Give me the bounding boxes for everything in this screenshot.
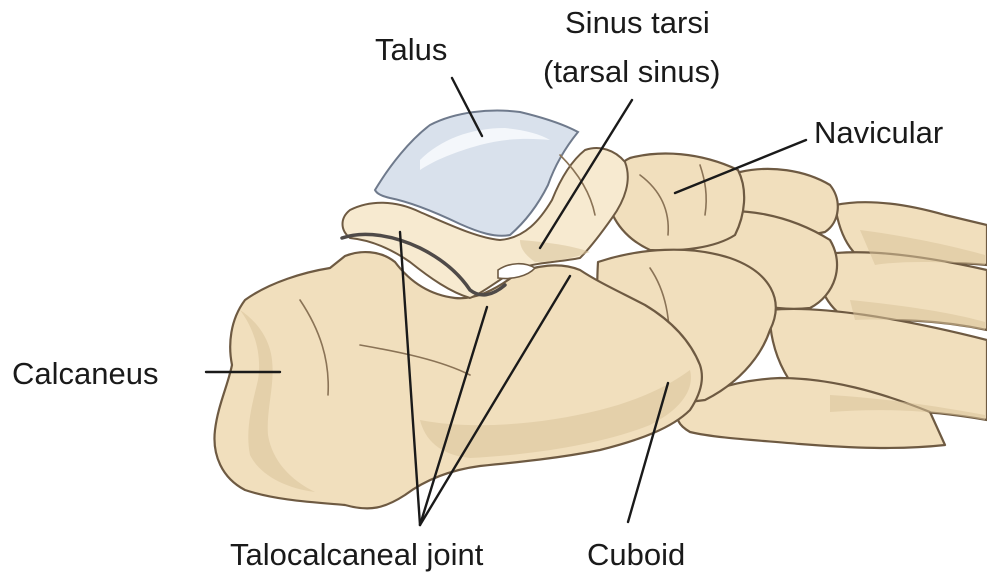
label-calcaneus: Calcaneus [12, 356, 158, 391]
navicular-bone [608, 154, 744, 251]
label-navicular: Navicular [814, 115, 943, 150]
label-sinus-tarsi-line1: Sinus tarsi [565, 5, 710, 40]
label-cuboid: Cuboid [587, 537, 685, 572]
label-sinus-tarsi-line2: (tarsal sinus) [543, 54, 720, 89]
label-talus: Talus [375, 32, 447, 67]
label-talocalcaneal-joint: Talocalcaneal joint [230, 537, 484, 572]
navicular-shape [608, 154, 744, 251]
